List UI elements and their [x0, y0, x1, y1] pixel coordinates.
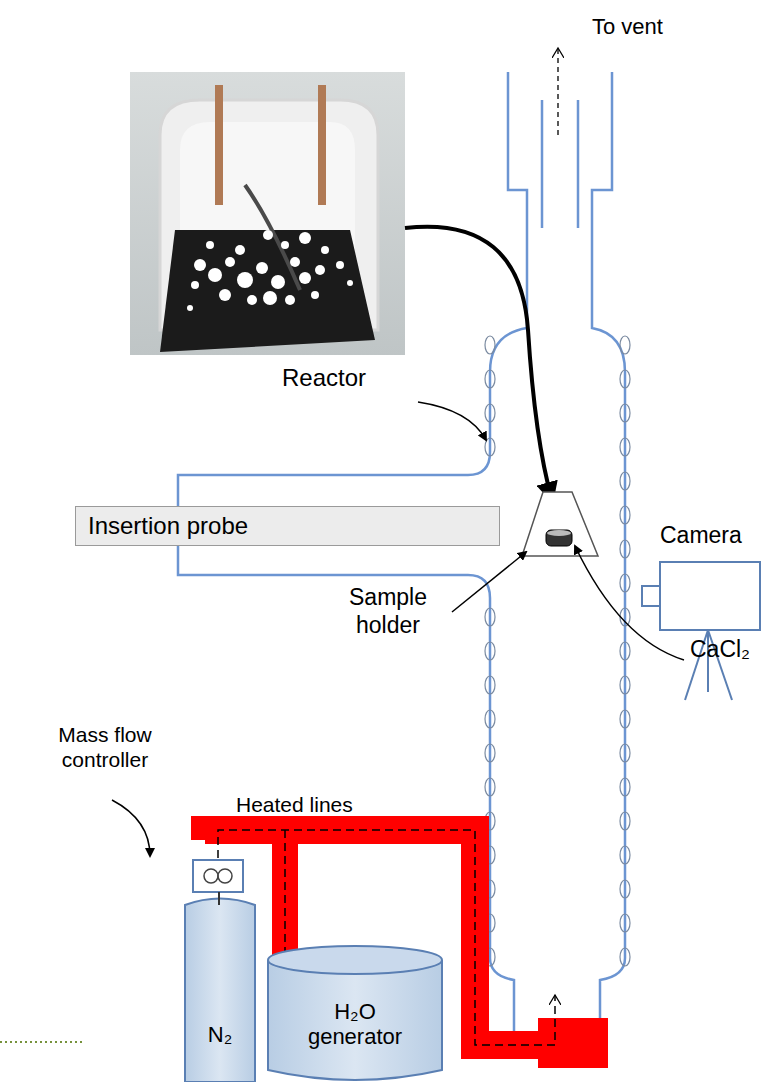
- coil-loop: [620, 472, 630, 490]
- vent-arrow: [557, 48, 558, 135]
- coil-loop: [485, 710, 495, 728]
- part-label: Camera: [660, 522, 742, 550]
- node-text: Insertion probe: [88, 512, 248, 540]
- coil-loop: [485, 438, 495, 456]
- photo-pointer: [405, 227, 552, 500]
- leader-line: [112, 800, 150, 856]
- coil-loop: [620, 914, 630, 932]
- water-generator: [268, 946, 442, 1080]
- coil-loop: [485, 676, 495, 694]
- coil-loop: [620, 778, 630, 796]
- coil-loop: [620, 336, 630, 354]
- gas-cylinder: [185, 892, 255, 1082]
- part-label: Heated lines: [236, 792, 353, 817]
- probe-box: Insertion probe: [75, 506, 500, 546]
- coil-loop: [620, 540, 630, 558]
- coil-loop: [620, 506, 630, 524]
- coil-loop: [620, 404, 630, 422]
- part-label: Mass flow controller: [30, 722, 180, 772]
- gas-cylinder-box: N₂: [185, 1010, 255, 1060]
- slide-rule: [0, 1041, 82, 1043]
- coil-loop: [620, 744, 630, 762]
- coil-loop: [620, 880, 630, 898]
- coil-loop: [620, 574, 630, 592]
- coil-loop: [620, 948, 630, 966]
- node-text: N₂: [208, 1022, 232, 1047]
- coil-loop: [620, 710, 630, 728]
- part-label: CaCl₂: [690, 636, 750, 664]
- coil-loop: [620, 846, 630, 864]
- sample-holder: [522, 492, 598, 556]
- coil-loop: [620, 676, 630, 694]
- camera-icon: [642, 562, 760, 700]
- coil-loop: [485, 744, 495, 762]
- mass-flow-controller: [193, 860, 243, 892]
- coil-loop: [620, 438, 630, 456]
- coil-loop: [620, 642, 630, 660]
- coil-loop: [620, 812, 630, 830]
- part-label: To vent: [592, 14, 663, 40]
- generator-box: H₂O generator: [268, 978, 442, 1070]
- coil-loop: [485, 404, 495, 422]
- coil-loop: [485, 370, 495, 388]
- leader-line: [452, 552, 526, 612]
- coil-loop: [485, 778, 495, 796]
- node-text: H₂O generator: [300, 999, 410, 1050]
- part-label: Reactor: [282, 364, 366, 393]
- coil-loop: [485, 642, 495, 660]
- coil-loop: [485, 608, 495, 626]
- coil-loop: [485, 336, 495, 354]
- sample-photo: [130, 72, 405, 355]
- coil-loop: [620, 370, 630, 388]
- leader-line: [418, 402, 486, 440]
- part-label: Sample holder: [318, 584, 458, 639]
- heating-coil: [485, 336, 630, 966]
